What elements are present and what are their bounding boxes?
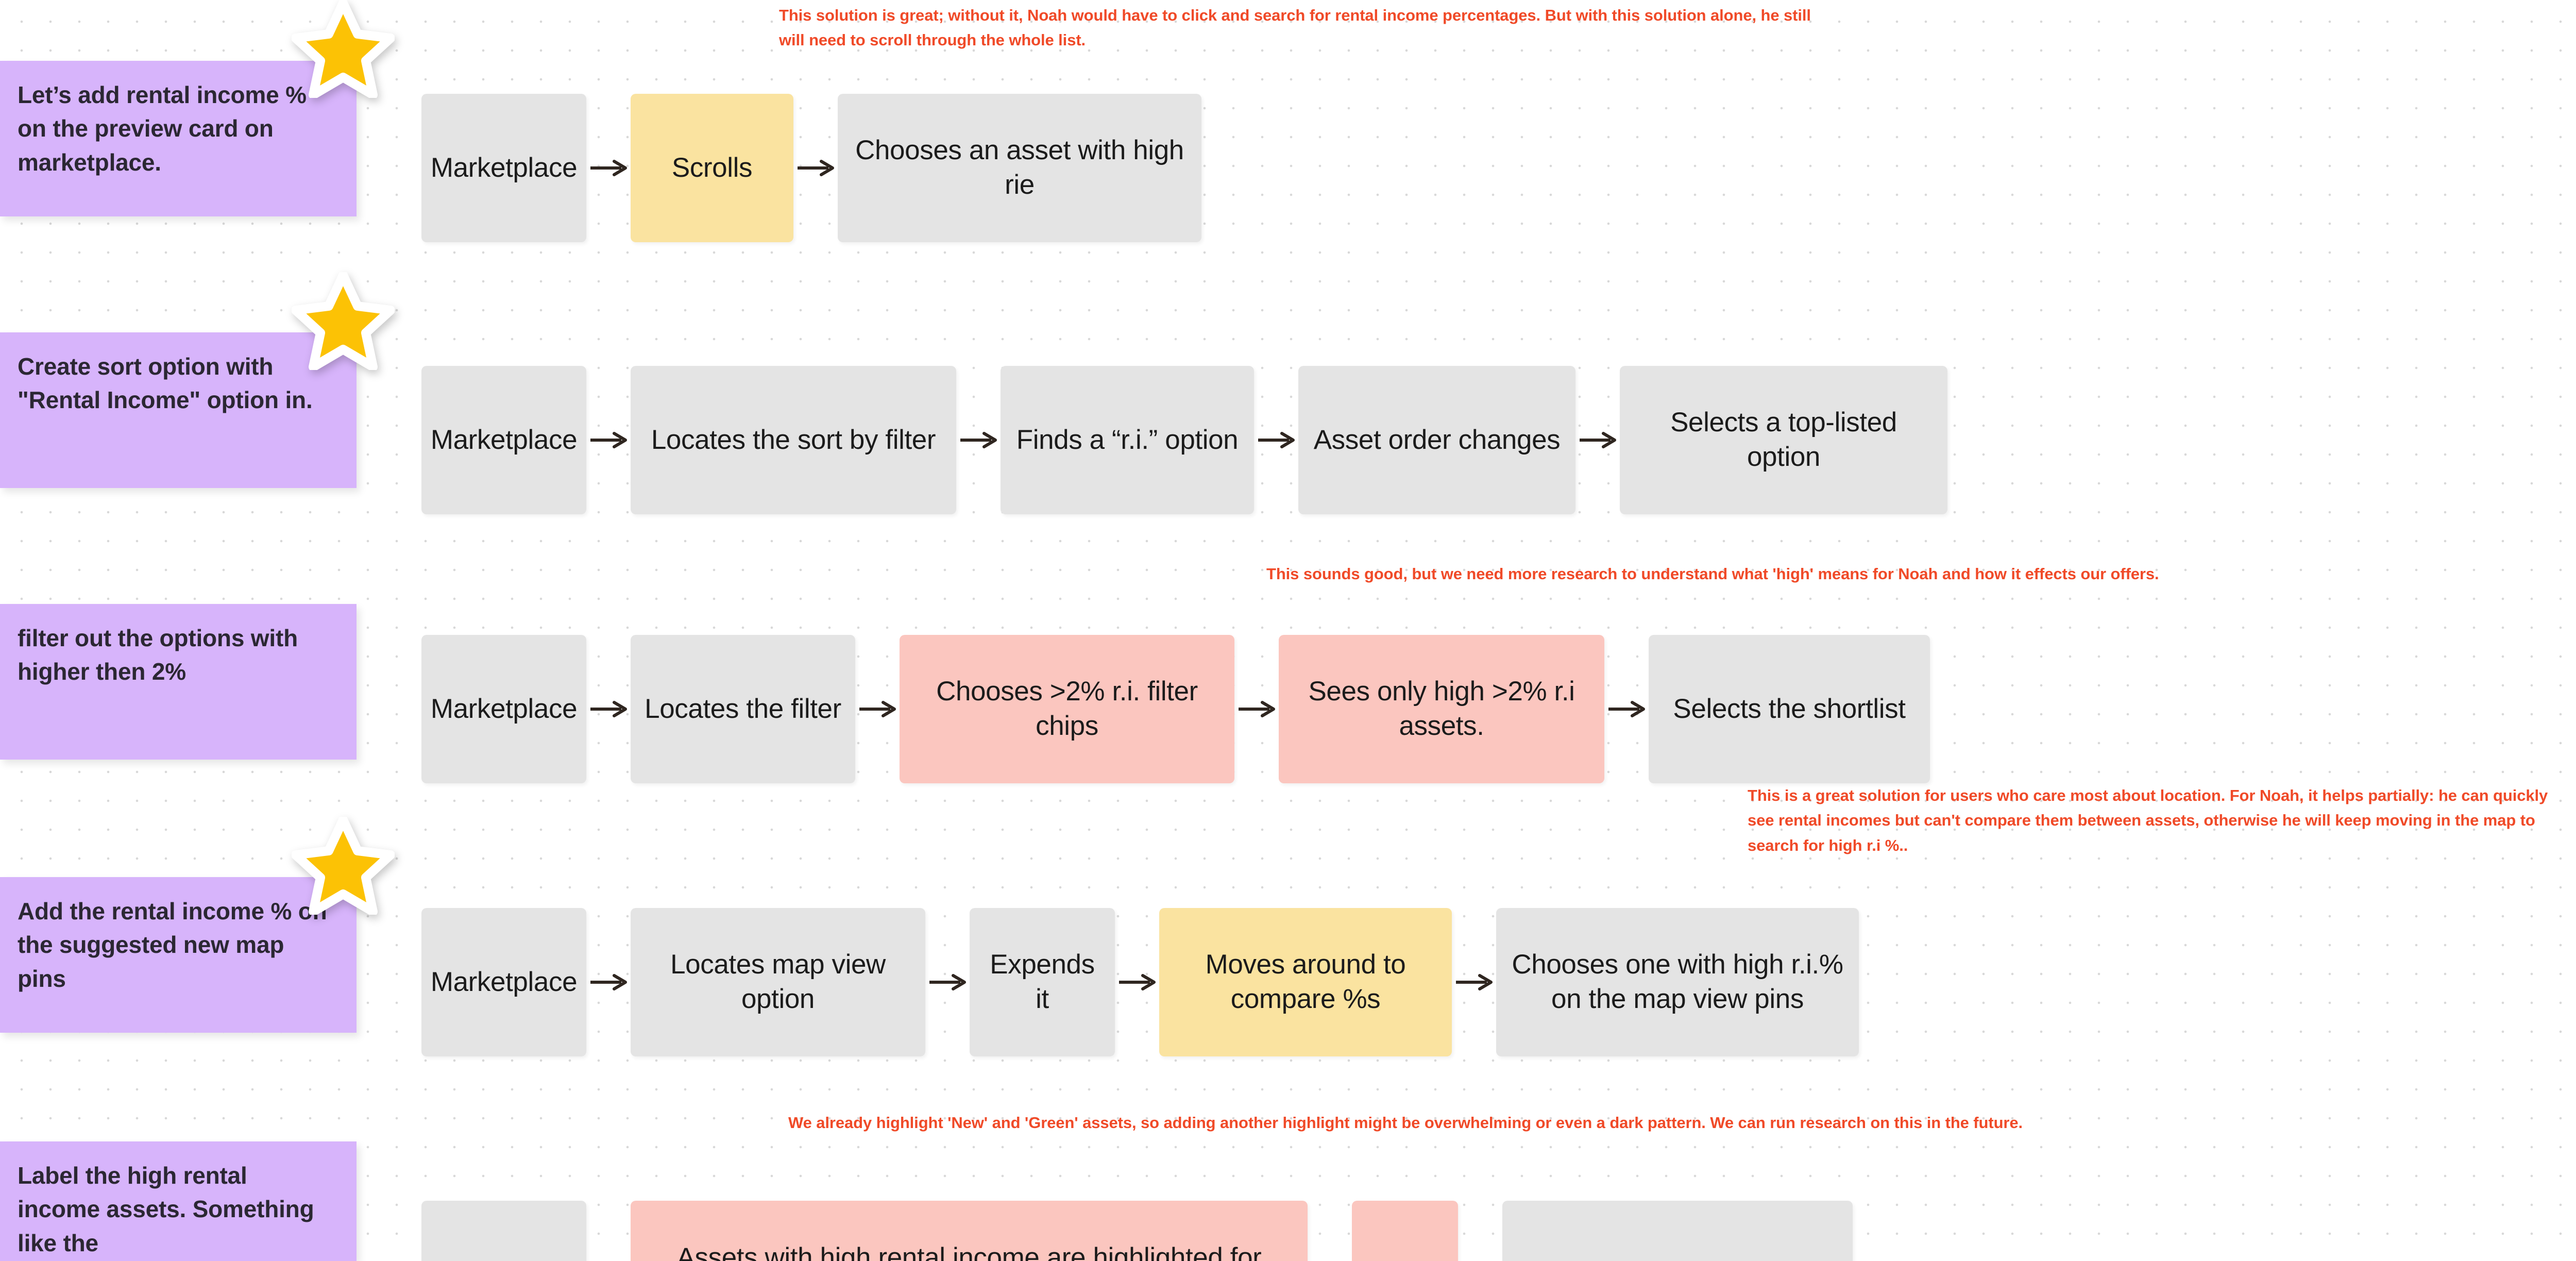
sticky-note-3[interactable]: filter out the options with higher then … <box>0 604 357 760</box>
flow-node[interactable]: Marketplace <box>421 635 586 783</box>
flow-row-1: Marketplace Scrolls Chooses an asset with … <box>421 94 1201 242</box>
star-icon[interactable] <box>291 815 395 916</box>
flow-node-label: Chooses one with high r.i.% on the map v… <box>1512 949 1843 1014</box>
sticky-note-text: Label the high rental income assets. Som… <box>18 1162 314 1256</box>
sticky-note-4[interactable]: Add the rental income % on the suggested… <box>0 877 357 1033</box>
flow-node-label: Sees only high >2% r.i assets. <box>1308 676 1575 741</box>
flow-node-label: Locates map view option <box>670 949 886 1014</box>
arrow-right-icon <box>1234 635 1279 783</box>
sticky-note-text: Let’s add rental income % on the preview… <box>18 81 307 176</box>
flow-node-label: Marketplace <box>430 693 578 724</box>
flow-node-label: Scrolls <box>671 152 753 183</box>
flow-node-label: Chooses >2% r.i. filter chips <box>936 676 1198 741</box>
arrow-right-icon <box>1458 1201 1502 1261</box>
flow-node[interactable]: Locates the sort by filter <box>631 366 956 514</box>
flow-node[interactable]: Scrolls <box>631 94 793 242</box>
sticky-note-1[interactable]: Let’s add rental income % on the preview… <box>0 61 357 216</box>
flow-node[interactable]: Selects a top-listed option <box>1620 366 1947 514</box>
flow-node-label: Chooses an asset with high rie <box>855 135 1184 200</box>
flow-node-label: Locates the sort by filter <box>651 424 936 455</box>
arrow-right-icon <box>793 94 838 242</box>
flow-node[interactable]: Scrolls <box>1352 1201 1458 1261</box>
arrow-right-icon <box>586 94 631 242</box>
flow-node[interactable]: Sees only high >2% r.i assets. <box>1279 635 1604 783</box>
flow-node[interactable]: Assets with high rental income are highl… <box>631 1201 1308 1261</box>
flow-node[interactable]: Chooses one with high r.i.% on the map v… <box>1496 908 1859 1056</box>
flow-node-label: Scrolls <box>1365 1258 1446 1261</box>
arrow-right-icon <box>925 908 970 1056</box>
arrow-right-icon <box>586 908 631 1056</box>
annotation-text-2: This sounds good, but we need more resea… <box>1266 565 2159 583</box>
arrow-right-icon <box>586 1201 631 1261</box>
arrow-right-icon <box>586 366 631 514</box>
sticky-note-5[interactable]: Label the high rental income assets. Som… <box>0 1141 357 1261</box>
annotation-text-3: This is a great solution for users who c… <box>1748 786 2548 854</box>
flow-node[interactable]: Expends it <box>970 908 1115 1056</box>
flow-row-2: Marketplace Locates the sort by filter Fin… <box>421 366 1947 514</box>
flow-node[interactable]: Marketplace <box>421 366 586 514</box>
star-icon[interactable] <box>291 271 395 372</box>
annotation-text-4: We already highlight 'New' and 'Green' a… <box>788 1114 2023 1132</box>
flow-node-label: Marketplace <box>430 966 578 997</box>
flow-node-label: Marketplace <box>430 152 578 183</box>
flow-node[interactable]: Chooses >2% r.i. filter chips <box>900 635 1234 783</box>
arrow-right-icon <box>586 635 631 783</box>
flow-node[interactable]: Asset order changes <box>1298 366 1575 514</box>
flow-node[interactable]: Moves around to compare %s <box>1159 908 1452 1056</box>
arrow-right-icon <box>956 366 1001 514</box>
flow-node[interactable]: Finds a “r.i.” option <box>1001 366 1254 514</box>
flow-row-3: Marketplace Locates the filter Chooses >2%… <box>421 635 1930 783</box>
flow-node-label: Finds a “r.i.” option <box>1016 424 1239 455</box>
flow-node-label: Selects from these options <box>1519 1258 1836 1261</box>
flow-node[interactable]: Selects the shortlist <box>1649 635 1930 783</box>
annotation-text-1: This solution is great; without it, Noah… <box>779 6 1811 49</box>
flow-row-4: Marketplace Locates map view option Expend… <box>421 908 1859 1056</box>
flow-node[interactable]: Marketplace <box>421 94 586 242</box>
flow-node-label: Marketplace <box>430 424 578 455</box>
flow-node[interactable]: Locates the filter <box>631 635 855 783</box>
arrow-right-icon <box>1604 635 1649 783</box>
flow-node[interactable]: Marketplace <box>421 908 586 1056</box>
flow-node-label: Selects the shortlist <box>1673 693 1906 724</box>
star-icon[interactable] <box>291 0 395 99</box>
flow-node-label: Assets with high rental income are highl… <box>676 1242 1262 1261</box>
sticky-note-text: Add the rental income % on the suggested… <box>18 898 327 992</box>
arrow-right-icon <box>1308 1201 1352 1261</box>
sticky-note-text: filter out the options with higher then … <box>18 625 298 685</box>
flow-node-label: Expends it <box>990 949 1095 1014</box>
sticky-note-2[interactable]: Create sort option with "Rental Income" … <box>0 332 357 488</box>
flow-node[interactable]: Marketplace <box>421 1201 586 1261</box>
sticky-note-text: Create sort option with "Rental Income" … <box>18 353 313 414</box>
flow-node-label: Selects a top-listed option <box>1670 407 1897 472</box>
flow-node-label: Locates the filter <box>645 693 841 724</box>
flow-node[interactable]: Locates map view option <box>631 908 925 1056</box>
flow-node-label: Moves around to compare %s <box>1205 949 1406 1014</box>
flow-node[interactable]: Chooses an asset with high rie <box>838 94 1201 242</box>
flow-row-5: Marketplace Assets with high rental incom… <box>421 1201 1853 1261</box>
flow-node-label: Marketplace <box>431 1258 578 1261</box>
arrow-right-icon <box>1575 366 1620 514</box>
flow-node[interactable]: Selects from these options <box>1502 1201 1853 1261</box>
flow-node-label: Asset order changes <box>1313 424 1561 455</box>
arrow-right-icon <box>1452 908 1496 1056</box>
arrow-right-icon <box>1115 908 1159 1056</box>
arrow-right-icon <box>855 635 900 783</box>
arrow-right-icon <box>1254 366 1298 514</box>
